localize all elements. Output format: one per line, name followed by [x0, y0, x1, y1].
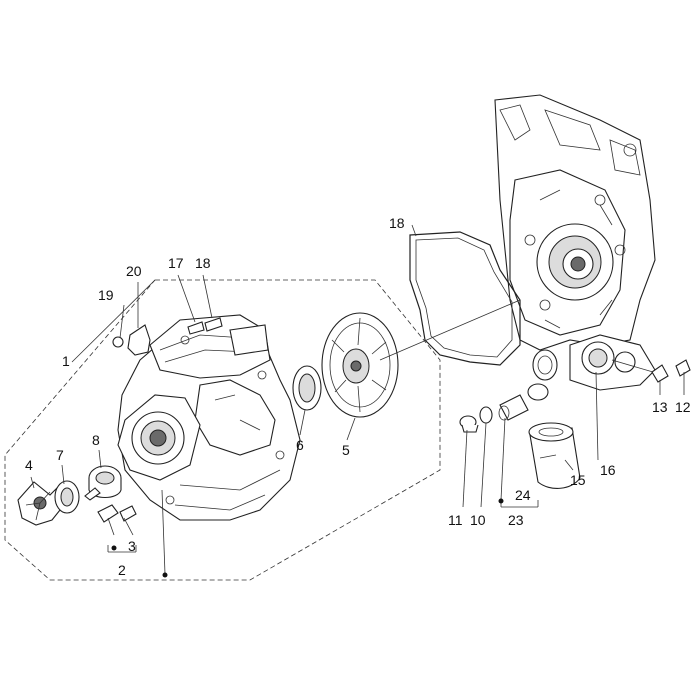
callout-18-cover: 18: [195, 255, 211, 271]
callout-10: 10: [470, 512, 486, 528]
crankcase-cover: [117, 314, 301, 521]
bolt-19: [112, 336, 124, 348]
filter-15: [528, 422, 581, 489]
drain-plug-11: [459, 415, 479, 433]
fan-rotor-5: [321, 312, 399, 418]
seal-7: [54, 480, 80, 514]
callout-24: 24: [515, 487, 531, 503]
gasket-18: [409, 231, 521, 366]
callout-13: 13: [652, 399, 668, 415]
callout-20: 20: [126, 263, 142, 279]
o-rings-3: [97, 504, 137, 523]
pump-shaft-8: [84, 465, 122, 501]
leader-dot: [498, 498, 504, 504]
strainer-24: [498, 394, 529, 421]
impeller-4: [17, 481, 65, 526]
callout-19: 19: [98, 287, 114, 303]
engine-crankcase: [494, 94, 656, 391]
washer-10: [479, 406, 493, 424]
callout-17: 17: [168, 255, 184, 271]
leader-lines: [30, 224, 685, 575]
callout-23: 23: [508, 512, 524, 528]
callout-3: 3: [128, 538, 136, 554]
callout-1: 1: [62, 353, 70, 369]
callout-16: 16: [600, 462, 616, 478]
assembly-boundary: [4, 279, 441, 581]
callout-7: 7: [56, 447, 64, 463]
screw-12: [675, 359, 691, 377]
callout-15: 15: [570, 472, 586, 488]
callout-4: 4: [25, 457, 33, 473]
screw-13: [651, 364, 669, 383]
callout-8: 8: [92, 432, 100, 448]
bolts-17-18: [187, 317, 223, 335]
callout-12: 12: [675, 399, 691, 415]
bracket-20: [127, 324, 151, 356]
leader-dot: [162, 572, 168, 578]
seal-ring-6: [292, 365, 322, 411]
callout-18-gasket: 18: [389, 215, 405, 231]
callout-5: 5: [342, 442, 350, 458]
callout-11: 11: [448, 512, 463, 528]
leader-dot: [111, 545, 117, 551]
callout-6: 6: [296, 437, 304, 453]
seal-ring-crankcase: [527, 349, 558, 401]
callout-2: 2: [118, 562, 126, 578]
